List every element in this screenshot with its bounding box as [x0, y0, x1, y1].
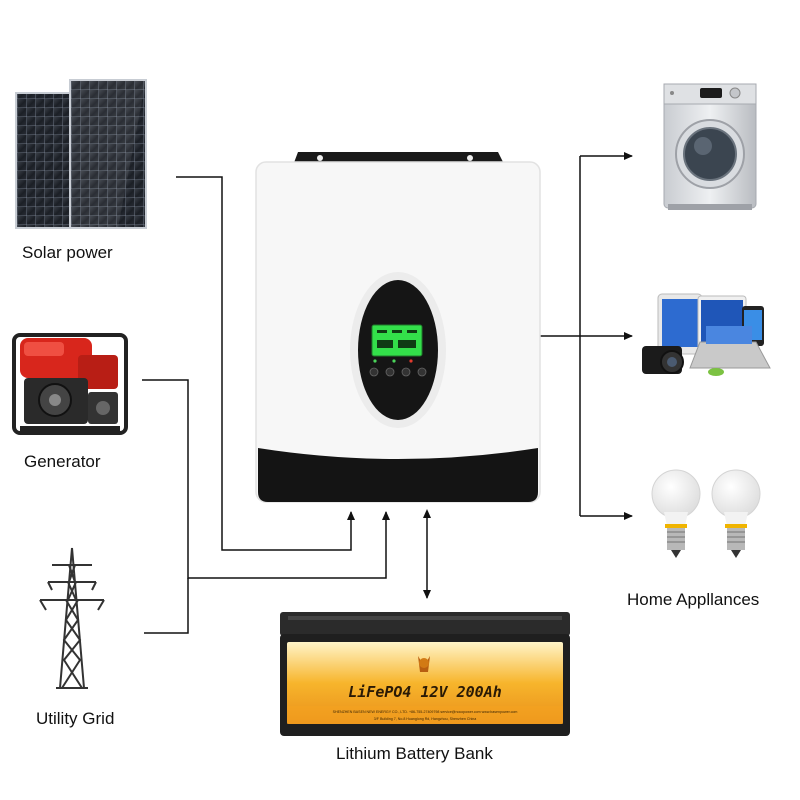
light-bulbs-icon [651, 469, 761, 558]
line-grid [144, 578, 189, 634]
power-tower-icon [39, 547, 105, 689]
electronics-icon [642, 293, 771, 376]
inverter-icon [255, 152, 541, 503]
battery-brand-text: LiFePO4 12V 200Ah [348, 683, 502, 701]
battery-icon: LiFePO4 12V 200Ah SHENZHEN BASEN NEW ENE… [280, 612, 570, 736]
indicator-lights [373, 359, 413, 363]
solar-power-label: Solar power [22, 243, 113, 262]
generator-label: Generator [24, 452, 101, 471]
connection-lines [142, 152, 633, 634]
solar-panel-icon [15, 79, 147, 229]
utility-grid-label: Utility Grid [36, 709, 115, 728]
battery-fine-print-2: 3/F Building 7, No.8 Huanglong Rd, Hangz… [374, 717, 477, 721]
battery-bank-label: Lithium Battery Bank [336, 744, 493, 763]
inverter-buttons [369, 367, 427, 377]
line-solar [176, 176, 355, 551]
battery-logo [418, 656, 430, 672]
lcd-segments [377, 330, 417, 348]
generator-icon [12, 333, 128, 435]
washing-machine-icon [663, 83, 757, 210]
home-appliances-label: Home Appllances [627, 590, 760, 609]
battery-fine-print: SHENZHEN BASEN NEW ENERGY CO., LTD. +86-… [333, 710, 518, 714]
